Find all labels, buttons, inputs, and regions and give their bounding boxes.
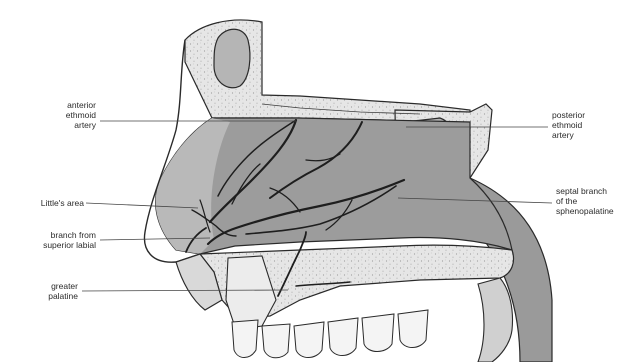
tooth — [362, 314, 394, 352]
tooth — [262, 324, 290, 358]
label-greater-palatine: greater palatine — [30, 281, 78, 301]
label-littles-area: Little's area — [20, 198, 84, 208]
label-septal-branch-of-sphenopalatine: septal branch of the sphenopalatine — [556, 186, 638, 216]
frontal-sinus — [214, 29, 250, 88]
soft-palate — [478, 278, 513, 362]
label-branch-from-superior-labial: branch from superior labial — [14, 230, 96, 250]
tooth — [328, 318, 358, 356]
label-posterior-ethmoid-artery: posterior ethmoid artery — [552, 110, 632, 140]
label-anterior-ethmoid-artery: anterior ethmoid artery — [40, 100, 96, 130]
tooth — [398, 310, 428, 348]
tooth — [294, 322, 324, 358]
tooth — [232, 320, 258, 358]
